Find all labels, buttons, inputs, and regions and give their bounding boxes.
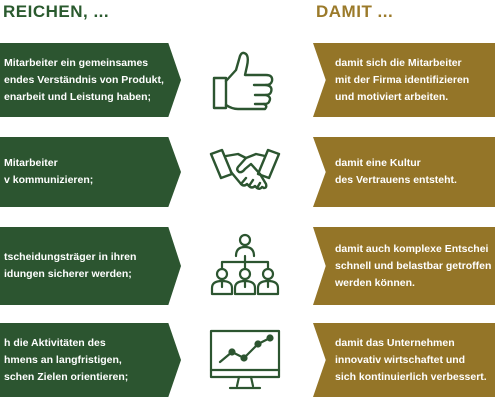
handshake-icon: [208, 140, 282, 206]
result-line: und motiviert arbeiten.: [335, 90, 449, 103]
header-right: DAMIT ...: [316, 2, 394, 21]
goal-line: h die Aktivitäten des: [4, 336, 106, 349]
header-left: REICHEN, ...: [3, 2, 110, 21]
result-line: damit das Unternehmen: [335, 336, 455, 349]
result-line: sich kontinuierlich verbessert.: [335, 370, 487, 383]
result-box-1: damit sich die Mitarbeiter mit der Firma…: [313, 43, 495, 117]
result-line: damit sich die Mitarbeiter: [335, 56, 462, 69]
goal-line: idungen sicherer werden;: [4, 268, 132, 280]
team-hierarchy-icon: [208, 232, 282, 298]
result-line: mit der Firma identifizieren: [335, 73, 470, 86]
thumbs-up-icon: [208, 48, 282, 114]
goal-box-4: h die Aktivitäten des hmens an langfrist…: [0, 323, 181, 397]
goal-box-3: tscheidungsträger in ihren idungen siche…: [0, 227, 181, 305]
result-line: schnell und belastbar getroffen: [335, 259, 492, 272]
goal-line: tscheidungsträger in ihren: [4, 251, 137, 263]
goal-line: Mitarbeiter ein gemeinsames: [4, 56, 149, 69]
result-line: werden können.: [335, 276, 415, 289]
goal-line: v kommunizieren;: [4, 174, 94, 186]
result-box-2: damit eine Kultur des Vertrauens entsteh…: [313, 137, 495, 207]
result-line: damit auch komplexe Entschei: [335, 242, 489, 255]
result-box-3: damit auch komplexe Entschei schnell und…: [313, 227, 495, 305]
goal-box-2: Mitarbeiter v kommunizieren;: [0, 137, 181, 207]
result-line: des Vertrauens entsteht.: [335, 174, 457, 186]
growth-monitor-icon: [208, 328, 282, 394]
result-box-4: damit das Unternehmen innovativ wirtscha…: [313, 323, 495, 397]
result-line: innovativ wirtschaftet und: [335, 353, 466, 366]
goal-box-1: Mitarbeiter ein gemeinsames endes Verstä…: [0, 43, 181, 117]
result-line: damit eine Kultur: [335, 157, 421, 169]
goal-line: schen Zielen orientieren;: [4, 370, 129, 383]
goal-line: enarbeit und Leistung haben;: [4, 90, 152, 103]
goal-line: endes Verständnis von Produkt,: [4, 73, 164, 86]
goal-line: Mitarbeiter: [4, 157, 58, 169]
goal-line: hmens an langfristigen,: [4, 353, 122, 366]
